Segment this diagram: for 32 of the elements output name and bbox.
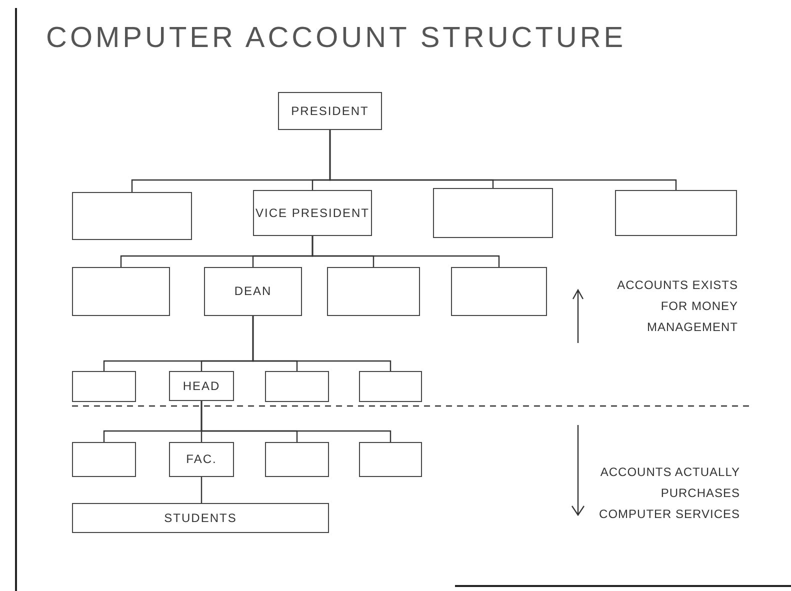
- connector-line: [200, 401, 392, 442]
- connector-line: [200, 477, 202, 503]
- connector-line: [312, 236, 500, 267]
- empty-org-box: [72, 267, 170, 316]
- position-title: PRESIDENT: [291, 104, 369, 118]
- position-title: STUDENTS: [164, 510, 237, 526]
- org-box: [169, 442, 234, 477]
- note-text: ACCOUNTS ACTUALLY PURCHASES COMPUTER SERVICES: [598, 464, 740, 523]
- org-box: [253, 190, 372, 236]
- org-box: [72, 503, 329, 533]
- empty-org-box: [265, 442, 329, 477]
- note-text: ACCOUNTS EXISTS FOR MONEY MANAGEMENT: [616, 277, 738, 336]
- empty-org-box: [72, 371, 136, 402]
- empty-org-box: [327, 267, 420, 316]
- empty-org-box: [265, 371, 329, 402]
- connector-line: [252, 316, 392, 371]
- org-box: [169, 371, 234, 401]
- empty-org-box: [359, 371, 422, 402]
- empty-org-box: [451, 267, 547, 316]
- position-title: DEAN: [234, 284, 272, 299]
- empty-org-box: [359, 442, 422, 477]
- empty-org-box: [433, 188, 553, 238]
- position-title: FAC.: [186, 452, 217, 467]
- connector-line: [329, 130, 677, 190]
- empty-org-box: [72, 442, 136, 477]
- position-title: HEAD: [182, 378, 220, 394]
- empty-org-box: [615, 190, 737, 236]
- position-title: VICE PRESIDENT: [255, 206, 370, 220]
- empty-org-box: [72, 192, 192, 240]
- org-box: [204, 267, 302, 316]
- org-box: [278, 92, 382, 130]
- diagram-title: COMPUTER ACCOUNT STRUCTURE: [46, 22, 626, 55]
